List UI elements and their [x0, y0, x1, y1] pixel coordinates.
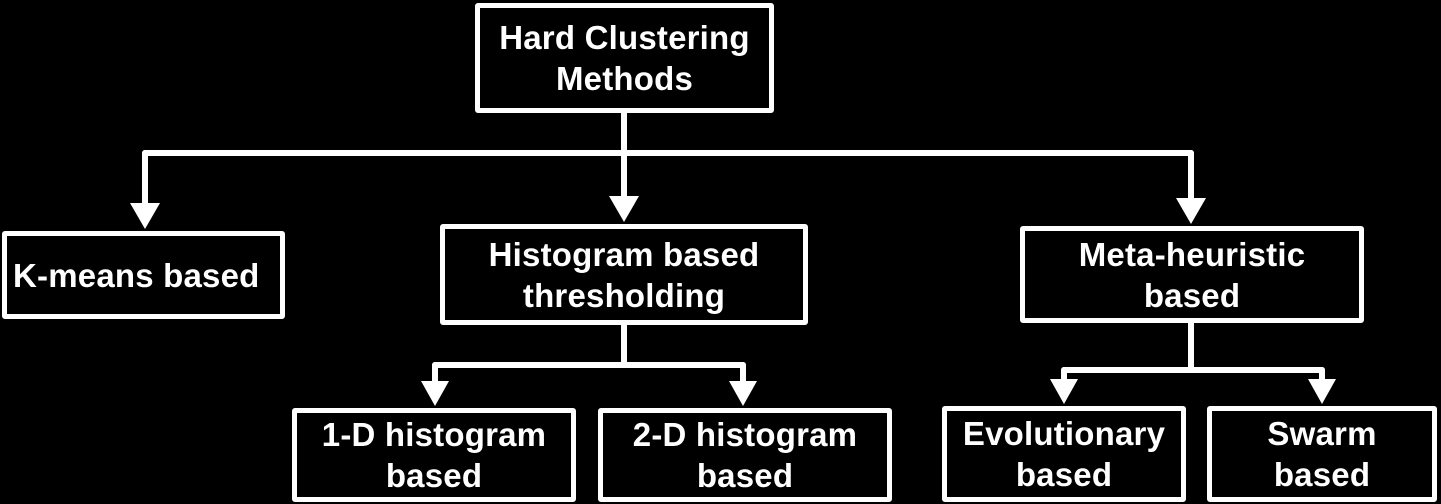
node-meta-heuristic-based: Meta-heuristic based [1020, 226, 1364, 323]
arrowhead-evo [1050, 379, 1078, 404]
arrowhead-hist [609, 196, 639, 222]
node-label-evo: Evolutionary based [962, 415, 1166, 493]
node-label-kmeans: K-means based [13, 256, 260, 294]
node-swarm-based: Swarm based [1207, 406, 1437, 502]
node-label-hist: Histogram based thresholding [488, 235, 760, 314]
node-evolutionary-based: Evolutionary based [942, 406, 1186, 502]
arrowhead-swarm [1308, 379, 1336, 404]
arrowhead-hist1d [421, 381, 449, 406]
node-label-hist2d: 2-D histogram based [632, 416, 858, 494]
node-label-meta: Meta-heuristic based [1078, 235, 1306, 314]
node-histogram-based-thresholding: Histogram based thresholding [440, 224, 808, 325]
node-1d-histogram-based: 1-D histogram based [292, 408, 576, 502]
node-label-root: Hard Clustering Methods [499, 19, 750, 97]
node-label-swarm: Swarm based [1267, 415, 1377, 493]
arrowhead-kmeans [130, 203, 160, 229]
arrowhead-hist2d [729, 381, 757, 406]
node-label-hist1d: 1-D histogram based [321, 416, 547, 494]
node-kmeans-based: K-means based [2, 231, 285, 319]
arrowhead-meta [1176, 198, 1206, 224]
node-2d-histogram-based: 2-D histogram based [598, 408, 892, 502]
node-hard-clustering-methods: Hard Clustering Methods [475, 3, 774, 113]
